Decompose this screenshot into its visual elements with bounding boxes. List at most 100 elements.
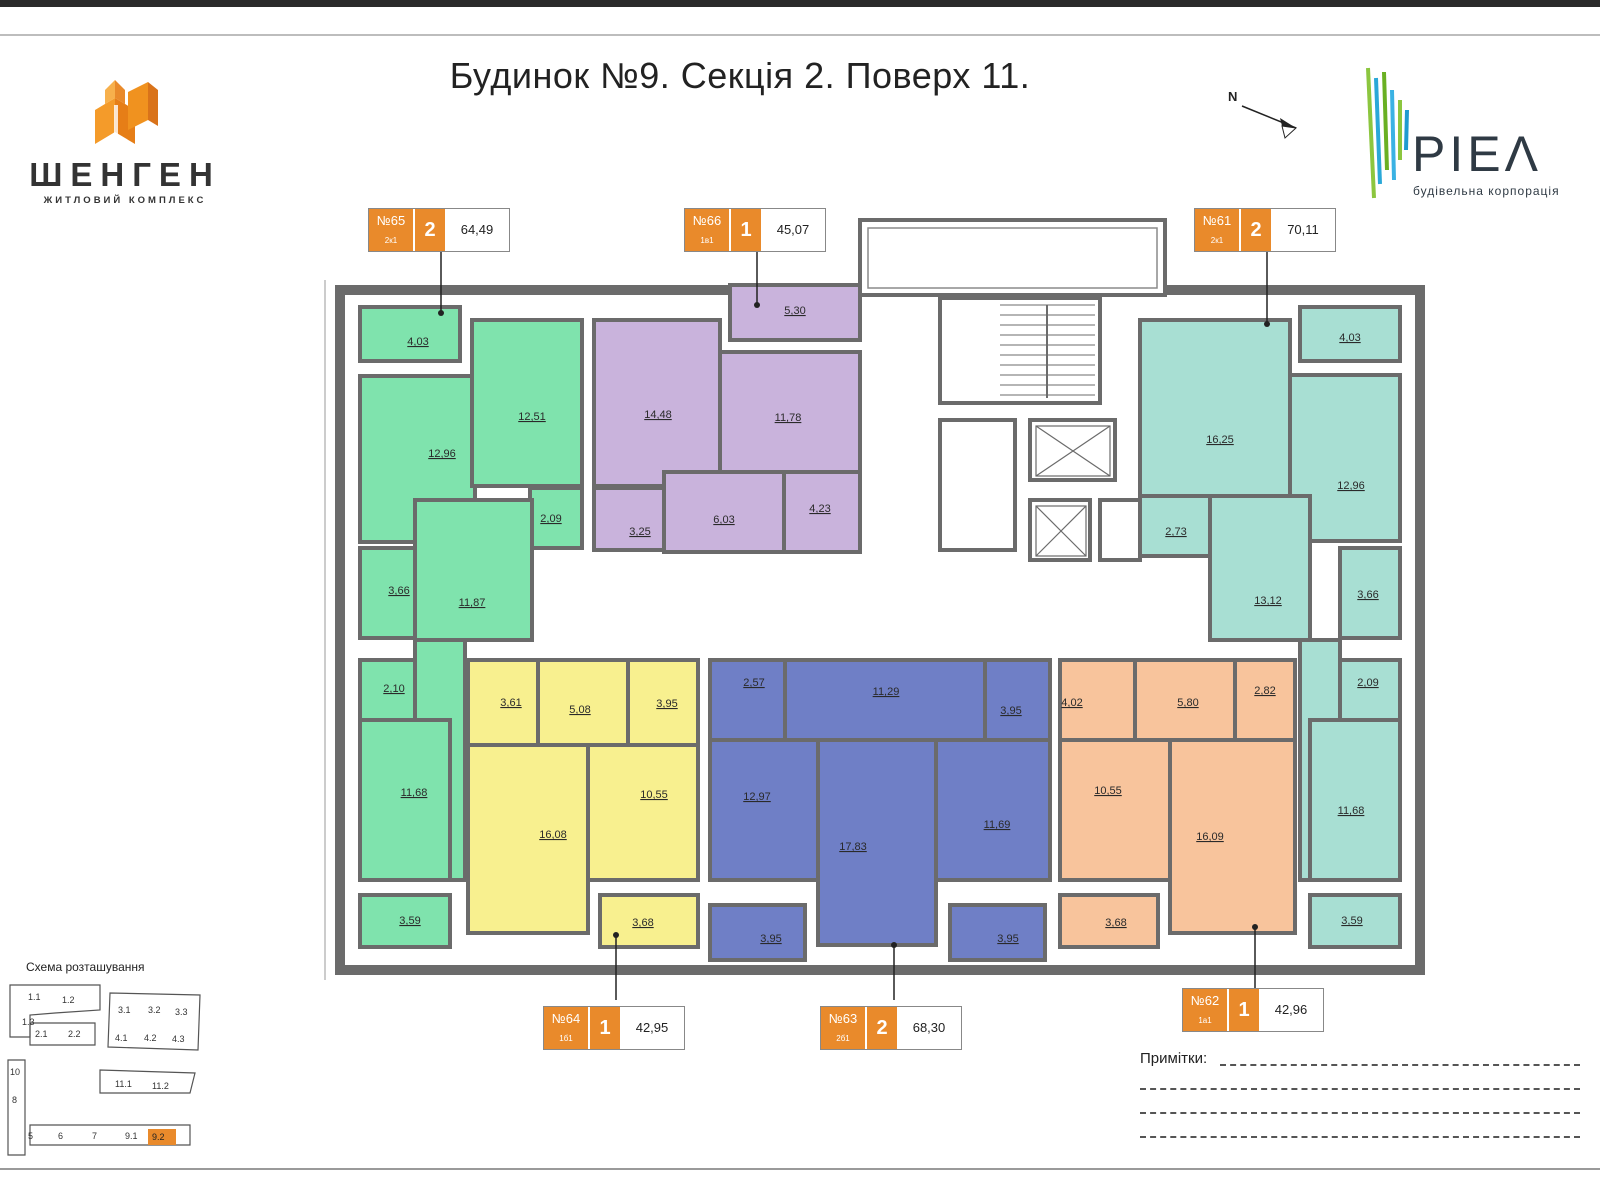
room-label: 2,09 <box>540 513 561 525</box>
room-label: 11,29 <box>873 686 900 698</box>
room-label: 2,82 <box>1254 685 1275 697</box>
room-count: 1 <box>588 1007 620 1049</box>
scheme-block: 3.2 <box>148 1005 161 1015</box>
apartment-type: 2к1 <box>384 236 398 245</box>
scheme-block: 9.1 <box>125 1131 138 1141</box>
room-label: 16,08 <box>539 829 567 841</box>
room-label: 4,03 <box>1339 332 1360 344</box>
compass: N <box>1228 89 1310 147</box>
apartment-area: 70,11 <box>1287 222 1319 237</box>
room-label: 4,23 <box>809 503 830 515</box>
room-label: 3,66 <box>388 585 409 597</box>
apartment-number: №63 <box>828 1011 858 1026</box>
scheme-block: 4.3 <box>172 1034 185 1044</box>
room-label: 16,25 <box>1206 434 1234 446</box>
apartment-type: 2к1 <box>1210 236 1224 245</box>
north-label: N <box>1228 89 1238 104</box>
apartment-63 <box>708 658 1052 962</box>
apartment-66 <box>592 283 862 554</box>
room-label: 5,08 <box>569 704 590 716</box>
scheme-block: 1.2 <box>62 995 75 1005</box>
room-label: 11,68 <box>401 787 428 799</box>
riel-logo: PIEΛ будівельна корпорація <box>1360 60 1590 210</box>
room-label: 6,03 <box>713 514 734 526</box>
room-label: 2,10 <box>383 683 404 695</box>
room-label: 5,30 <box>784 305 805 317</box>
room-count: 2 <box>865 1007 897 1049</box>
apartment-number: №64 <box>551 1011 581 1026</box>
room-label: 16,09 <box>1196 831 1224 843</box>
scheme-block: 7 <box>92 1131 97 1141</box>
room-label: 11,69 <box>984 819 1011 831</box>
room-label: 4,02 <box>1061 697 1082 709</box>
scheme-highlight <box>148 1129 176 1145</box>
scheme-block: 3.3 <box>175 1007 188 1017</box>
scheme-block: 3.1 <box>118 1005 131 1015</box>
room-label: 3,66 <box>1357 589 1378 601</box>
scheme-block: 5 <box>28 1131 33 1141</box>
apartment-62 <box>1058 658 1297 949</box>
scheme-block: 1.3 <box>22 1017 35 1027</box>
room-label: 11,68 <box>1338 805 1365 817</box>
room-label: 10,55 <box>1094 785 1122 797</box>
location-scheme: 1.1 1.2 1.3 2.1 2.2 3.1 3.2 3.3 4.1 4.2 … <box>0 975 210 1165</box>
building-logo-icon <box>95 80 158 144</box>
room-label: 4,03 <box>407 336 428 348</box>
room-label: 12,51 <box>518 411 546 423</box>
scheme-block: 4.1 <box>115 1033 128 1043</box>
top-border <box>0 0 1600 7</box>
room-label: 12,96 <box>428 448 456 460</box>
shengen-subtitle: ЖИТЛОВИЙ КОМПЛЕКС <box>43 195 207 206</box>
apartment-type: 1б1 <box>559 1034 573 1043</box>
notes-line[interactable] <box>1140 1136 1580 1138</box>
apartment-area: 45,07 <box>776 222 810 237</box>
apartment-number: №61 <box>1202 213 1232 228</box>
scheme-block: 2.1 <box>35 1029 48 1039</box>
elevator-icons <box>1035 425 1111 557</box>
bottom-divider <box>0 1168 1600 1170</box>
room-label: 14,48 <box>644 409 672 421</box>
tag-leaders <box>440 250 1268 1000</box>
apartment-number: №65 <box>376 213 406 228</box>
room-label: 3,61 <box>500 697 521 709</box>
apartment-type: 1в1 <box>700 236 714 245</box>
room-label: 3,95 <box>997 933 1018 945</box>
scheme-block: 11.2 <box>152 1081 169 1091</box>
room-label: 13,12 <box>1254 595 1282 607</box>
room-label: 3,59 <box>1341 915 1362 927</box>
room-labels: 4,03 12,96 12,51 2,09 3,66 11,87 2,10 11… <box>383 305 1378 945</box>
room-label: 11,87 <box>459 597 486 609</box>
room-label: 2,73 <box>1165 526 1186 538</box>
room-label: 12,97 <box>743 791 771 803</box>
riel-name: PIEΛ <box>1412 126 1542 182</box>
scheme-block: 2.2 <box>68 1029 81 1039</box>
room-count: 1 <box>1227 989 1259 1031</box>
stairs-icon <box>1000 304 1095 398</box>
room-label: 2,57 <box>743 677 764 689</box>
entrance-canopy <box>858 218 1167 297</box>
room-label: 2,09 <box>1357 677 1378 689</box>
room-label: 3,95 <box>1000 705 1021 717</box>
notes-line[interactable] <box>1220 1064 1580 1066</box>
room-label: 3,68 <box>1105 917 1126 929</box>
shengen-logo: ШЕНГЕН ЖИТЛОВИЙ КОМПЛЕКС <box>10 70 240 210</box>
scheme-block: 4.2 <box>144 1033 157 1043</box>
scheme-block: 1.1 <box>28 992 41 1002</box>
top-divider <box>0 34 1600 36</box>
shengen-name: ШЕНГЕН <box>29 156 221 193</box>
apartment-type: 1а1 <box>1198 1016 1212 1025</box>
scheme-block: 11.1 <box>115 1079 132 1089</box>
apartment-type: 2б1 <box>836 1034 850 1043</box>
room-label: 5,80 <box>1177 697 1198 709</box>
apartment-65 <box>358 305 584 949</box>
room-count: 2 <box>413 209 445 251</box>
notes-line[interactable] <box>1140 1088 1580 1090</box>
notes-line[interactable] <box>1140 1112 1580 1114</box>
